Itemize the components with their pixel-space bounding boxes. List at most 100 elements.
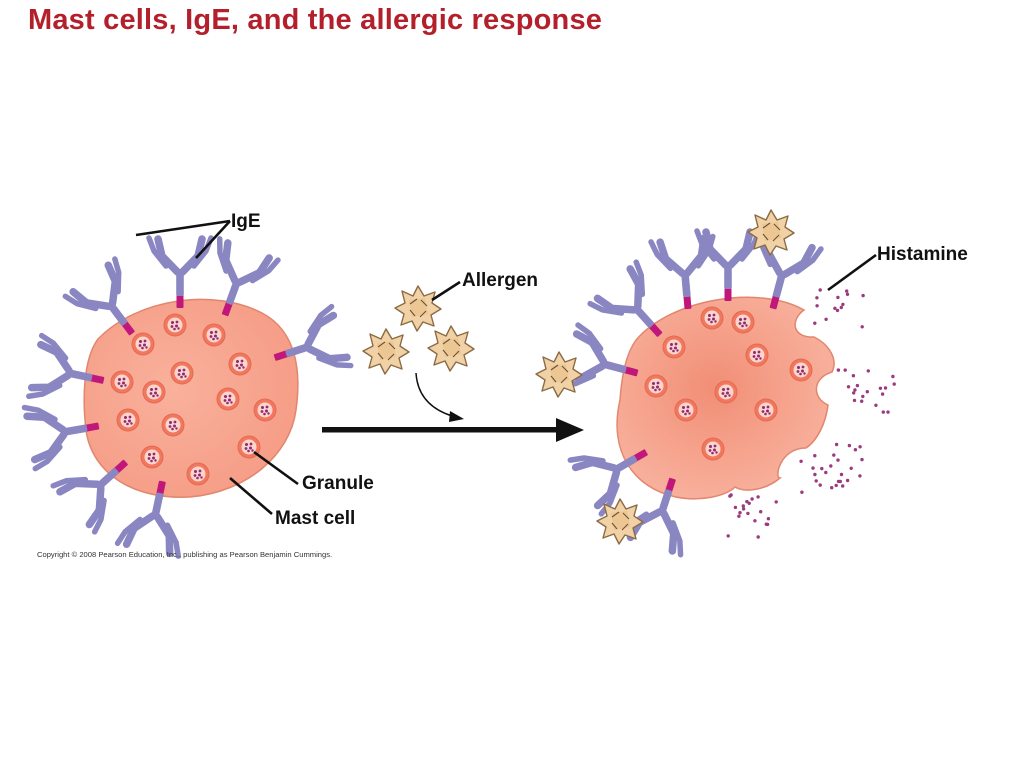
granule (701, 437, 725, 461)
histamine-dot (849, 466, 853, 470)
histamine-dot (799, 459, 803, 463)
granule (161, 413, 185, 437)
histamine-dot (853, 388, 857, 392)
histamine-dot (759, 510, 763, 514)
histamine-dot (845, 292, 850, 296)
histamine-dot (747, 501, 751, 505)
ige-antibody (697, 231, 759, 301)
granule (731, 310, 755, 334)
mast-cell-degranulating (535, 209, 896, 555)
granule (202, 323, 226, 347)
histamine-dot (741, 504, 745, 508)
granule (163, 313, 187, 337)
histamine-dot (843, 368, 847, 372)
histamine-dot (846, 385, 851, 389)
histamine-dot (845, 289, 849, 293)
histamine-dot (824, 317, 828, 321)
histamine-dot (765, 522, 770, 527)
histamine-dot (852, 398, 857, 403)
histamine-dot (858, 445, 862, 449)
histamine-dot (750, 497, 754, 501)
label-ige: IgE (231, 211, 261, 232)
granule (674, 398, 698, 422)
histamine-dot (886, 410, 890, 414)
histamine-dot (845, 478, 850, 483)
label-granule: Granule (302, 473, 374, 494)
histamine-dot (800, 490, 804, 494)
histamine-dot (839, 305, 843, 310)
histamine-dot (866, 369, 870, 373)
allergen-particle (427, 325, 475, 372)
mast-cell-leader-line (229, 477, 273, 515)
histamine-dot (746, 511, 750, 516)
histamine-dot (818, 288, 822, 292)
histamine-dot (860, 457, 864, 462)
histamine-dot (830, 486, 834, 490)
reaction-arrow (322, 418, 584, 442)
histamine-dot (852, 391, 856, 395)
mast-cell-resting (24, 238, 350, 556)
histamine-dot (814, 479, 818, 483)
histamine-dot (836, 458, 840, 462)
ige-leader-line (195, 220, 231, 259)
slide-title: Mast cells, IgE, and the allergic respon… (28, 4, 603, 36)
histamine-dot (836, 368, 841, 372)
histamine-dot (733, 505, 738, 510)
histamine-dot (741, 507, 746, 511)
histamine-dot (883, 386, 888, 390)
granule (253, 398, 277, 422)
histamine-dot (836, 295, 840, 300)
allergen-particle (596, 498, 644, 545)
histamine-dot (756, 535, 760, 539)
histamine-dot (847, 443, 852, 448)
histamine-dot (860, 325, 864, 329)
histamine-dot (834, 442, 839, 447)
granule (142, 380, 166, 404)
histamine-dot (841, 484, 845, 488)
histamine-dot (766, 517, 771, 521)
histamine-dot (824, 470, 828, 475)
copyright-notice: Copyright © 2008 Pearson Education, Inc.… (37, 550, 332, 559)
histamine-dot (853, 448, 858, 452)
histamine-dot (729, 493, 733, 497)
histamine-dot (737, 514, 741, 518)
histamine-dot (832, 453, 836, 457)
histamine-dot (820, 466, 824, 471)
allergen-particle (747, 209, 795, 256)
allergen-particle (535, 351, 583, 398)
histamine-dot (815, 304, 819, 308)
histamine-dot (813, 472, 817, 477)
histamine-dot (774, 500, 778, 504)
allergen-leader-line (431, 280, 461, 302)
granule (216, 387, 240, 411)
histamine-dot (829, 464, 833, 468)
granule (662, 335, 686, 359)
histamine-dot (756, 495, 760, 499)
histamine-dot (881, 410, 885, 414)
granule (644, 374, 668, 398)
histamine-dot (880, 392, 885, 396)
granule (789, 358, 813, 382)
histamine-dot (818, 483, 822, 487)
histamine-dot (874, 403, 878, 407)
label-allergen: Allergen (462, 270, 538, 291)
histamine-dot (891, 374, 895, 379)
histamine-dot (835, 308, 840, 313)
granule (110, 370, 134, 394)
histamine-dot (833, 306, 837, 310)
allergen-particle (394, 285, 442, 332)
histamine-dot (855, 383, 860, 388)
granule (186, 462, 210, 486)
histamine-dot (838, 479, 842, 484)
granule (700, 306, 724, 330)
label-histamine: Histamine (877, 244, 968, 265)
histamine-dot (726, 534, 730, 538)
histamine-dot (815, 296, 819, 300)
granule (714, 380, 738, 404)
label-mast-cell: Mast cell (275, 508, 355, 529)
granule (116, 408, 140, 432)
granule (170, 361, 194, 385)
free-allergens (362, 285, 475, 375)
histamine-leader-line (827, 253, 877, 292)
